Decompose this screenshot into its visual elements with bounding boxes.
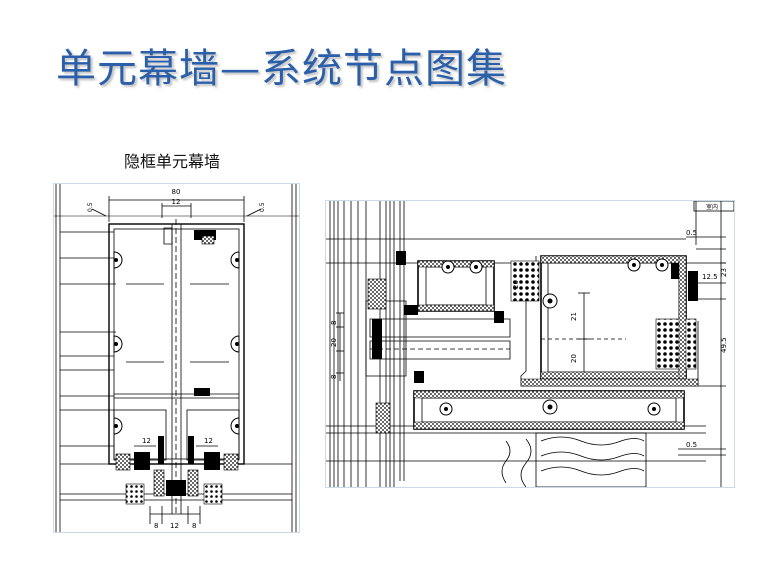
dim-20-inner: 20	[570, 354, 578, 363]
dim-21: 21	[570, 312, 578, 321]
dim-bottom-right: 0.5	[686, 441, 697, 449]
left-cad-detail: 80 12 0.5 0.5 12 12 8 12 8	[53, 183, 300, 533]
dim-bottom-right: 8	[192, 522, 196, 530]
dim-small-right: 12	[204, 437, 213, 445]
room-label: 室内	[706, 203, 718, 211]
dim-12-5: 12.5	[702, 273, 718, 281]
right-detail-drawing: 0.5 12.5 23 49.5 21 20 20 8 20 8 0.5 室内	[326, 201, 734, 487]
dim-joint-left: 0.5	[87, 202, 94, 212]
dim-20-left: 20	[512, 280, 520, 289]
left-detail-drawing: 80 12 0.5 0.5 12 12 8 12 8	[54, 184, 299, 532]
dim-8-top: 8	[330, 321, 338, 325]
dim-20-vert: 20	[330, 338, 338, 347]
detail-subtitle: 隐框单元幕墙	[124, 152, 221, 171]
dim-bottom-mid: 12	[170, 522, 179, 530]
dim-49-5: 49.5	[720, 337, 728, 353]
slide-title: 单元幕墙—系统节点图集	[56, 46, 507, 92]
dim-8-bottom: 8	[330, 375, 338, 379]
dim-joint-right: 0.5	[259, 202, 266, 212]
dim-top-width: 80	[172, 188, 181, 196]
dim-small-left: 12	[142, 437, 151, 445]
right-cad-detail: 0.5 12.5 23 49.5 21 20 20 8 20 8 0.5 室内	[325, 200, 735, 488]
dim-mullion-gap: 12	[172, 198, 181, 206]
dim-top-right: 0.5	[686, 229, 697, 237]
dim-bottom-left: 8	[154, 522, 158, 530]
dim-23: 23	[720, 268, 728, 277]
